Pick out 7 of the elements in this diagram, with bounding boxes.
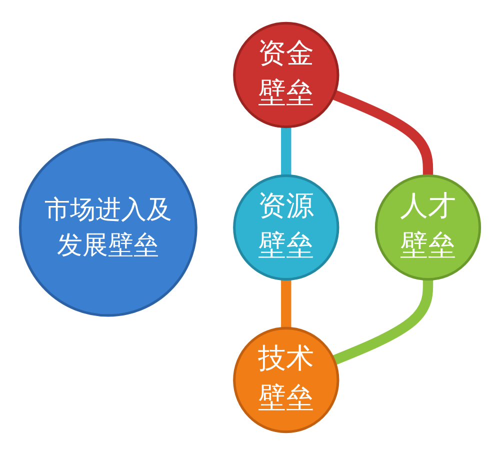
node-circle: 人才壁垒 [374, 174, 482, 281]
node-circle: 市场进入及发展壁垒 [18, 138, 198, 317]
node-circle: 资金壁垒 [233, 22, 340, 128]
connector [332, 90, 434, 176]
connector [332, 279, 434, 366]
node-circle: 资源壁垒 [233, 174, 340, 281]
node-circle: 技术壁垒 [233, 326, 340, 434]
